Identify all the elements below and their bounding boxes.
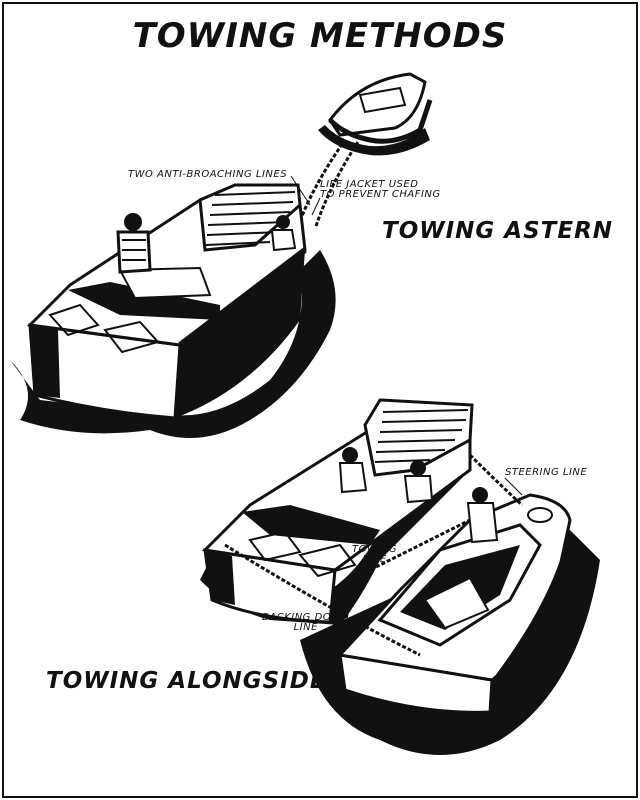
towing-boat-astern [10, 183, 336, 438]
towing-alongside-heading: TOWING ALONGSIDE [46, 668, 327, 694]
towing-line-label: TOWING LINE [352, 544, 398, 565]
towing-line [359, 518, 471, 577]
backing-down-line-label: BACKING DOWN LINE [262, 612, 350, 633]
life-jacket-label: LIFE JACKET USED TO PREVENT CHAFING [320, 179, 441, 200]
towing-boat-alongside [200, 398, 474, 625]
towing-astern-heading: TOWING ASTERN [382, 218, 614, 244]
steering-line [468, 453, 524, 507]
backing-down-line [224, 543, 421, 657]
anti-broaching-line-right [314, 141, 360, 227]
towed-boat-alongside [300, 487, 600, 755]
label-pointer-2 [311, 197, 321, 216]
steering-line-label: STEERING LINE [505, 467, 588, 478]
towed-boat [318, 72, 433, 156]
label-pointer [290, 175, 311, 206]
anti-broaching-lines-label: TWO ANTI-BROACHING LINES [128, 169, 288, 180]
page-title: TOWING METHODS [132, 16, 508, 56]
